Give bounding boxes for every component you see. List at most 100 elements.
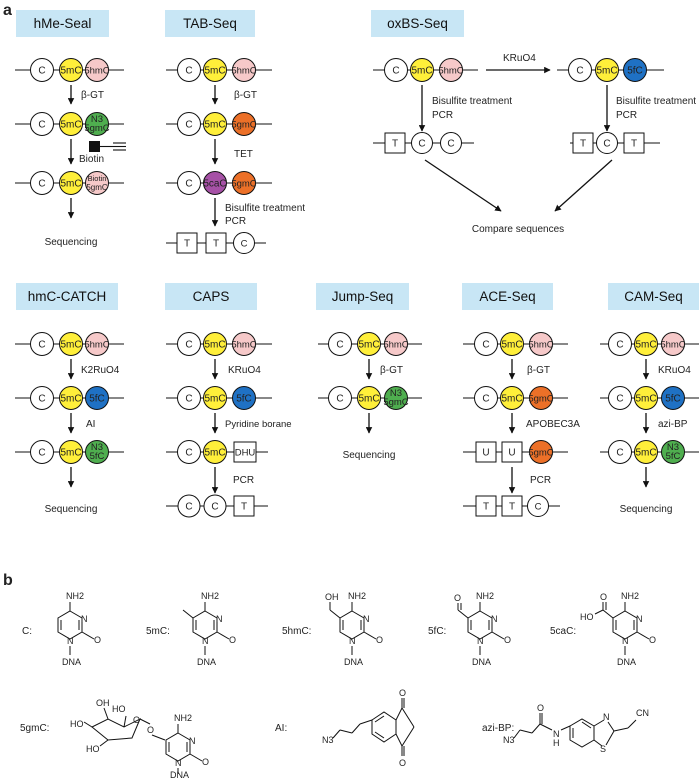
- structure-label: 5fC:: [428, 626, 446, 637]
- svg-text:N: N: [477, 636, 484, 646]
- step-label: Bisulfite treatment: [225, 203, 305, 214]
- svg-text:T: T: [509, 502, 515, 513]
- svg-text:O: O: [454, 593, 461, 603]
- svg-text:NH2: NH2: [201, 591, 219, 601]
- structure-cytosine: C: NH2 N O N DNA: [22, 591, 101, 667]
- svg-text:O: O: [504, 635, 511, 645]
- svg-text:C: C: [38, 120, 45, 131]
- svg-text:5hmC: 5hmC: [84, 340, 109, 351]
- svg-text:5mC: 5mC: [60, 179, 81, 190]
- dna-strand: T T C: [463, 495, 560, 517]
- svg-text:5mC: 5mC: [60, 120, 81, 131]
- structure-label: azi-BP:: [482, 723, 514, 734]
- svg-text:5mC: 5mC: [635, 448, 656, 459]
- dna-strand: C 5mC 5hmC: [166, 332, 272, 356]
- svg-text:C: C: [447, 139, 454, 150]
- svg-text:C: C: [241, 239, 248, 250]
- svg-text:5hmC: 5hmC: [660, 340, 685, 351]
- svg-text:O: O: [133, 715, 140, 725]
- method-caps: CAPS C 5mC 5hmC KRuO4 C 5mC 5fC Pyridine…: [165, 283, 292, 518]
- base-5mc: [59, 112, 83, 136]
- method-title: TAB-Seq: [183, 16, 237, 31]
- method-title-box: [316, 283, 409, 310]
- svg-text:5hmC: 5hmC: [84, 66, 109, 77]
- svg-text:N3: N3: [503, 735, 515, 745]
- svg-text:C: C: [535, 502, 542, 513]
- method-title: hMe-Seal: [34, 16, 92, 31]
- svg-text:N3: N3: [91, 442, 103, 453]
- svg-text:HO: HO: [70, 719, 84, 729]
- method-hme-seal: hMe-Seal C 5mC 5hmC β-GT C 5mC N3 5gmC: [15, 10, 126, 248]
- step-label: PCR: [616, 110, 637, 121]
- step-label: Biotin: [79, 154, 104, 165]
- structure-label: 5hmC:: [282, 626, 311, 637]
- svg-text:O: O: [147, 725, 154, 735]
- svg-text:5mC: 5mC: [358, 394, 379, 405]
- svg-text:O: O: [94, 635, 101, 645]
- svg-text:DHU: DHU: [235, 448, 256, 459]
- svg-text:U: U: [508, 448, 515, 459]
- step-label: KRuO4: [228, 365, 261, 376]
- svg-text:U: U: [482, 448, 489, 459]
- svg-text:C: C: [418, 139, 425, 150]
- method-title: oxBS-Seq: [387, 16, 448, 31]
- dna-strand: C 5mC 5hmC: [463, 332, 568, 356]
- structure-5cac: 5caC: O HO NH2 N O N DNA: [550, 591, 656, 667]
- dna-strand: C 5mC 5fC: [15, 386, 124, 410]
- svg-text:H: H: [332, 592, 339, 602]
- dna-strand: C 5mC 5fC: [600, 386, 699, 410]
- svg-text:5mC: 5mC: [204, 394, 225, 405]
- svg-text:O: O: [399, 758, 406, 768]
- svg-text:N3: N3: [390, 388, 402, 399]
- dna-strand: C 5mC 5hmC: [373, 58, 478, 82]
- structure-5hmc: 5hmC: O H NH2 N O N DNA: [282, 591, 383, 667]
- svg-text:C: C: [482, 340, 489, 351]
- method-title: CAM-Seq: [624, 289, 683, 304]
- method-cam-seq: CAM-Seq C 5mC 5hmC KRuO4 C 5mC 5fC azi-B…: [600, 283, 699, 515]
- end-label: Sequencing: [45, 504, 98, 515]
- svg-text:O: O: [399, 688, 406, 698]
- svg-text:C: C: [38, 340, 45, 351]
- structures-panel: C: NH2 N O N DNA 5mC: NH2 N O N: [20, 591, 656, 779]
- svg-text:5fC: 5fC: [90, 451, 105, 462]
- svg-text:NH2: NH2: [66, 591, 84, 601]
- method-jump-seq: Jump-Seq C 5mC 5hmC β-GT C 5mC N3 5gmC S…: [316, 283, 422, 461]
- method-hmc-catch: hmC-CATCH C 5mC 5hmC K2RuO4 C 5mC 5fC AI…: [15, 283, 124, 515]
- svg-text:O: O: [649, 635, 656, 645]
- dna-strand: C 5mC 5fC: [166, 386, 272, 410]
- svg-text:5mC: 5mC: [204, 340, 225, 351]
- svg-text:C: C: [185, 394, 192, 405]
- svg-text:C: C: [211, 502, 218, 513]
- dna-strand: C 5mC N3 5gmC: [318, 386, 422, 410]
- structure-label: C:: [22, 626, 32, 637]
- step-label: K2RuO4: [81, 365, 120, 376]
- svg-text:5mC: 5mC: [60, 340, 81, 351]
- base-5mc: [59, 58, 83, 82]
- structure-5fc: 5fC: O NH2 N O N DNA: [428, 591, 511, 667]
- svg-text:C: C: [38, 66, 45, 77]
- step-label: β-GT: [81, 90, 104, 101]
- svg-text:5gmC: 5gmC: [84, 123, 109, 134]
- svg-text:5fC: 5fC: [89, 394, 105, 405]
- step-label: β-GT: [234, 90, 257, 101]
- svg-text:5mC: 5mC: [501, 394, 522, 405]
- step-label: AI: [86, 419, 95, 430]
- base-5mc: [59, 171, 83, 195]
- svg-text:HO: HO: [580, 612, 594, 622]
- svg-text:T: T: [483, 502, 489, 513]
- svg-text:H: H: [553, 738, 560, 748]
- svg-text:CN: CN: [636, 708, 649, 718]
- panel-label-b: b: [3, 572, 13, 589]
- structure-label: 5gmC:: [20, 723, 49, 734]
- svg-text:C: C: [38, 448, 45, 459]
- svg-text:5hmC: 5hmC: [528, 340, 553, 351]
- svg-text:N: N: [491, 614, 498, 624]
- dna-strand: C 5mC 5hmC: [318, 332, 422, 356]
- svg-text:N3: N3: [91, 114, 103, 125]
- step-label: PCR: [530, 475, 551, 486]
- svg-text:Biotin: Biotin: [88, 174, 107, 183]
- svg-text:N: N: [202, 636, 209, 646]
- biotin-icon: [89, 141, 126, 152]
- svg-text:5mC: 5mC: [60, 394, 81, 405]
- svg-text:DNA: DNA: [170, 770, 189, 779]
